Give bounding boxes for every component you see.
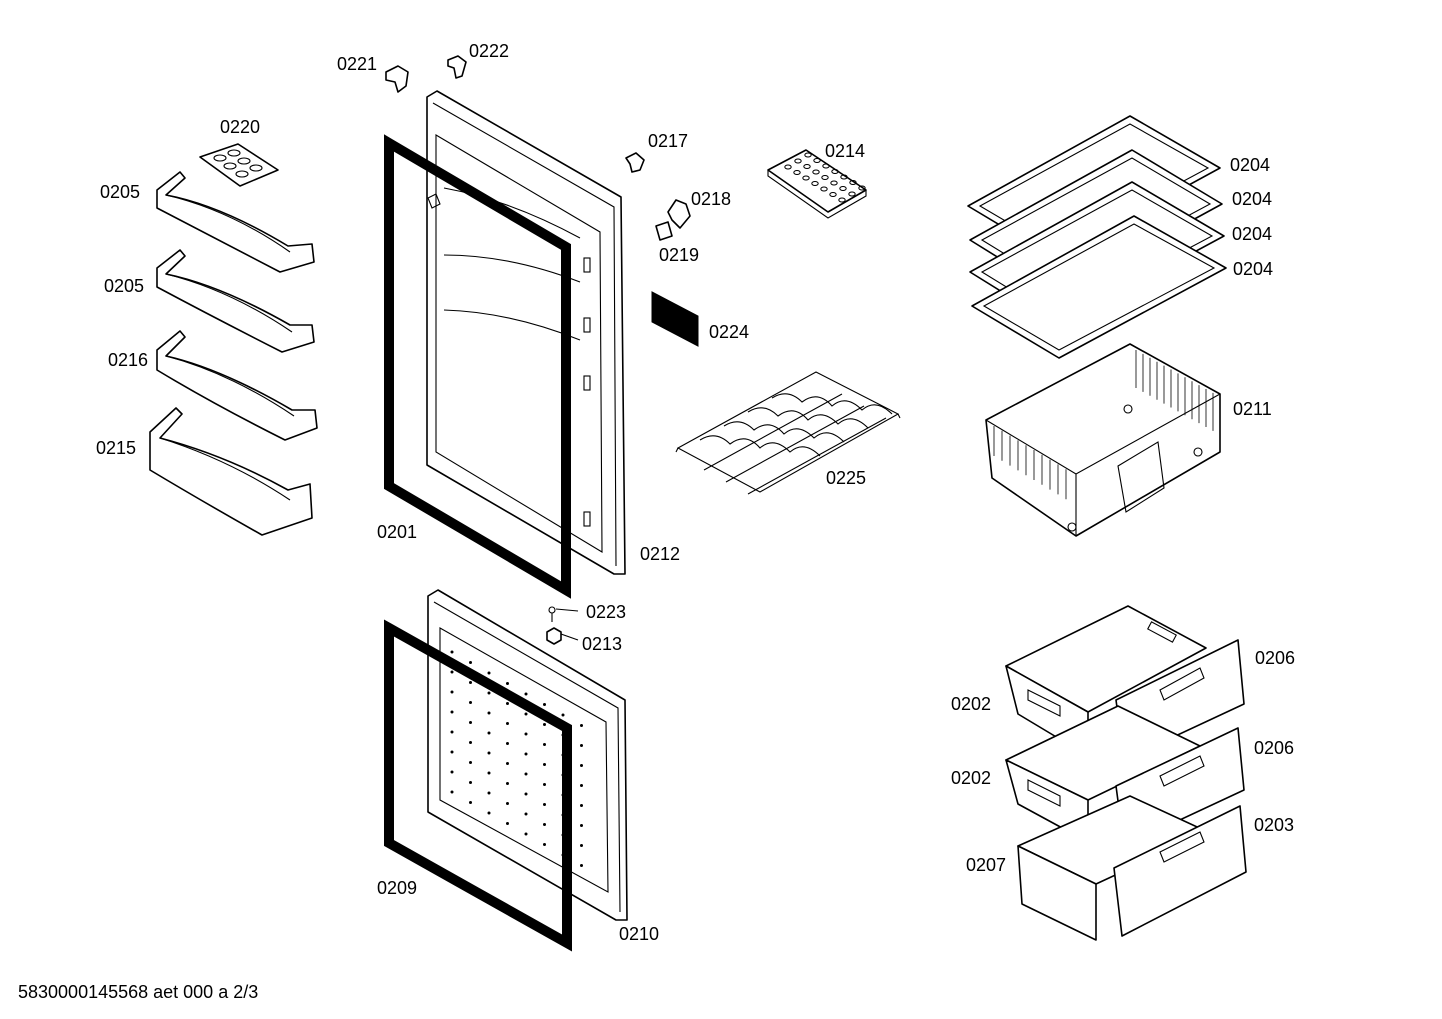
door-balcony-0205-middle	[156, 249, 315, 353]
label-0221: 0221	[337, 54, 377, 74]
label-0223: 0223	[586, 602, 626, 622]
label-plate-0224	[651, 291, 699, 347]
label-0212: 0212	[640, 544, 680, 564]
label-0204-1: 0204	[1230, 155, 1270, 175]
label-0201: 0201	[377, 522, 417, 542]
freezer-door-gasket-0209	[384, 619, 572, 952]
vegetable-container-0211	[985, 343, 1221, 537]
glass-shelf-0204-4	[971, 215, 1227, 359]
hinge-0221	[385, 65, 409, 93]
label-0210: 0210	[619, 924, 659, 944]
door-balcony-0216	[156, 330, 318, 441]
label-0207: 0207	[966, 855, 1006, 875]
wine-rack-0225	[675, 371, 901, 495]
screw-0223	[548, 606, 579, 622]
bracket-0218	[667, 199, 691, 229]
label-0204-3: 0204	[1232, 224, 1272, 244]
door-balcony-0205-top	[156, 171, 315, 273]
label-0214: 0214	[825, 141, 865, 161]
label-0205-middle: 0205	[104, 276, 144, 296]
label-0204-2: 0204	[1232, 189, 1272, 209]
clip-0217	[625, 152, 645, 173]
label-0219: 0219	[659, 245, 699, 265]
label-0211: 0211	[1233, 399, 1272, 419]
door-balcony-0215	[149, 407, 313, 536]
label-0203: 0203	[1254, 815, 1294, 835]
label-0204-4: 0204	[1233, 259, 1273, 279]
document-footer-id: 5830000145568 aet 000 a 2/3	[18, 982, 258, 1002]
drawer-front-0203	[1113, 805, 1247, 937]
label-0217: 0217	[648, 131, 688, 151]
label-0224: 0224	[709, 322, 749, 342]
label-0202-top: 0202	[951, 694, 991, 714]
label-0220: 0220	[220, 117, 260, 137]
label-0222: 0222	[469, 41, 509, 61]
label-0209: 0209	[377, 878, 417, 898]
hinge-0222	[447, 55, 467, 79]
egg-tray-0220	[199, 143, 279, 187]
label-0202-bottom: 0202	[951, 768, 991, 788]
label-0218: 0218	[691, 189, 731, 209]
clip-0219	[655, 221, 673, 241]
label-0215: 0215	[96, 438, 136, 458]
label-0213: 0213	[582, 634, 622, 654]
label-0206-bottom: 0206	[1254, 738, 1294, 758]
fridge-door-0212	[426, 90, 626, 575]
fridge-door-gasket-0201	[384, 134, 571, 599]
label-0205-top: 0205	[100, 182, 140, 202]
ice-cube-tray-0214	[767, 149, 867, 219]
label-0216: 0216	[108, 350, 148, 370]
block-0213	[546, 627, 579, 645]
label-0225: 0225	[826, 468, 866, 488]
label-0206-top: 0206	[1255, 648, 1295, 668]
